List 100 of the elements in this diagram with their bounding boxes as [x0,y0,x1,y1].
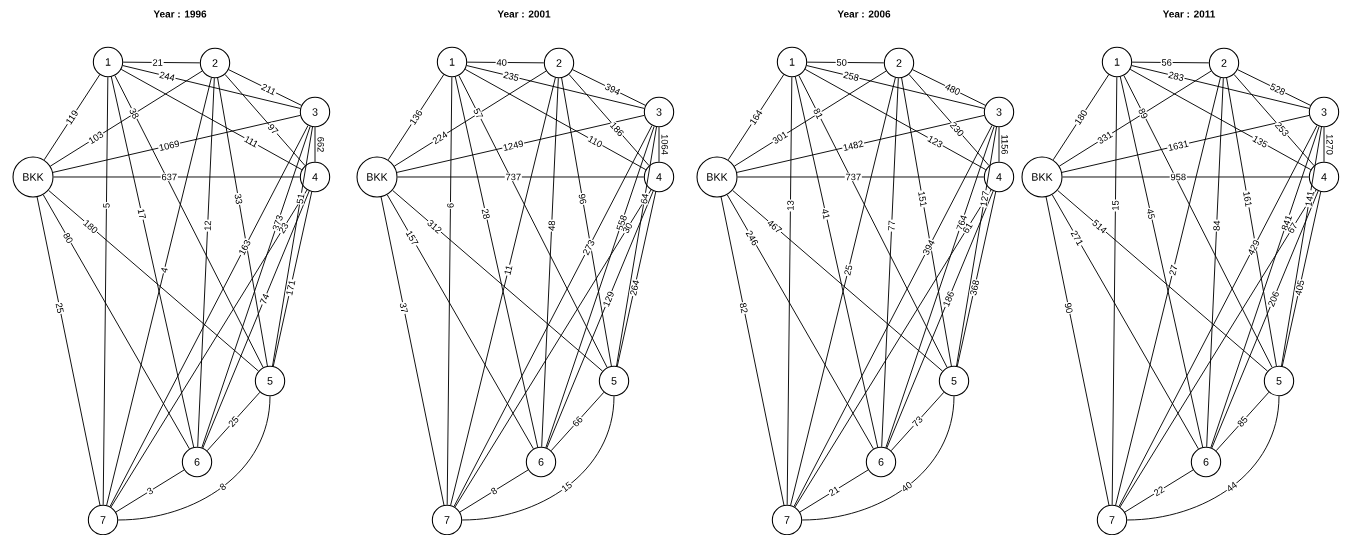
connector-line [1057,189,1268,372]
connector-line [1119,76,1204,448]
edge-label: 186 [608,119,626,139]
edge-label: 66 [570,414,585,429]
edge-label: 25 [842,263,854,277]
connector-line [117,395,271,521]
edge-label: 662 [317,137,324,152]
edge-label: 111 [242,134,261,149]
edge-label: 1249 [501,139,525,153]
connector-line [881,77,899,448]
edge-label: 37 [398,301,409,315]
edge-label: 50 [835,58,848,67]
edge-label: 141 [1304,189,1315,208]
connector-line [545,125,655,449]
connector-line [1206,77,1224,448]
edge-label: 958 [1169,172,1187,182]
connector-line [1123,75,1273,368]
edge-label: 45 [1145,207,1157,221]
connector-line [1118,125,1318,507]
edge-label: 211 [259,82,278,97]
connector-line [726,194,874,450]
connector-line [122,65,301,109]
connector-line [42,194,190,450]
connector-line [114,75,264,368]
connector-line [806,61,885,64]
connector-line [115,469,185,513]
connector-line [737,176,985,178]
connector-line [392,189,603,372]
connector-line [397,176,645,178]
connector-line [572,69,646,106]
connector-line [1061,114,1310,173]
connector-line [122,61,201,64]
connector-line [454,76,539,448]
edge-label: 224 [430,129,450,146]
edge-label: 186 [941,289,956,309]
connector-line [393,70,547,167]
edge-label: 96 [577,192,588,206]
edge-label: 1270 [1326,134,1333,155]
edge-label: 73 [910,414,925,429]
edge-label: 22 [1151,484,1167,498]
edge-label: 394 [603,81,623,97]
panel-title: Year : 2006 [837,10,891,18]
connector-line [786,76,793,506]
connector-line [1052,74,1110,161]
edge-label: 21 [826,484,842,498]
edge-label: 180 [81,217,100,236]
edge-label: 25 [54,301,65,315]
edge-label: 123 [925,133,945,150]
connector-line [901,77,952,367]
connector-line [120,68,303,171]
connector-line [102,76,109,506]
panel-title: Year : 2001 [497,10,551,18]
edge-label: 8 [488,485,500,497]
connector-line [720,196,785,506]
edge-label: 180 [1072,107,1090,127]
edge-label: 1482 [841,139,865,153]
connector-line [1058,70,1212,167]
connector-line [998,126,1000,163]
connector-line [804,68,987,171]
connector-line [550,391,605,452]
connector-line [106,77,212,506]
connector-line [387,74,445,161]
edge-label: 28 [480,207,492,221]
connector-line [1124,469,1194,513]
connector-line [1045,196,1110,506]
connector-line [272,191,313,367]
edge-label: 164 [747,107,765,127]
connector-line [799,469,869,513]
edge-label: 637 [160,172,178,182]
edge-label: 331 [1095,129,1115,146]
connector-line [197,77,215,448]
connector-line [49,70,203,167]
connector-line [458,75,608,368]
edge-label: 33 [233,192,244,206]
connector-line [380,196,445,506]
edge-label: 119 [64,108,80,127]
connector-line [801,395,955,521]
edge-label: 480 [943,81,963,97]
connector-line [202,190,310,449]
edge-label: 264 [628,278,641,297]
connector-line [464,68,647,171]
connector-line [1131,65,1310,109]
connector-line [885,125,995,449]
edge-label: 136 [407,107,425,127]
connector-line [52,114,301,173]
edge-label: 312 [425,217,444,236]
edge-label: 151 [917,189,928,209]
edge-label: 235 [501,70,521,83]
connector-line [798,75,948,368]
edge-label: 3 [144,485,156,497]
connector-line [461,395,615,521]
edge-label: 21 [151,58,164,67]
edge-label: 206 [1266,289,1281,309]
edge-label: 27 [1167,263,1179,277]
connector-line [450,77,556,506]
edge-label: 246 [744,228,760,248]
panel-title: Year : 2011 [1162,10,1216,18]
edge-label: 85 [1235,414,1250,429]
connector-line [201,125,311,449]
edge-label: 4 [159,265,169,275]
